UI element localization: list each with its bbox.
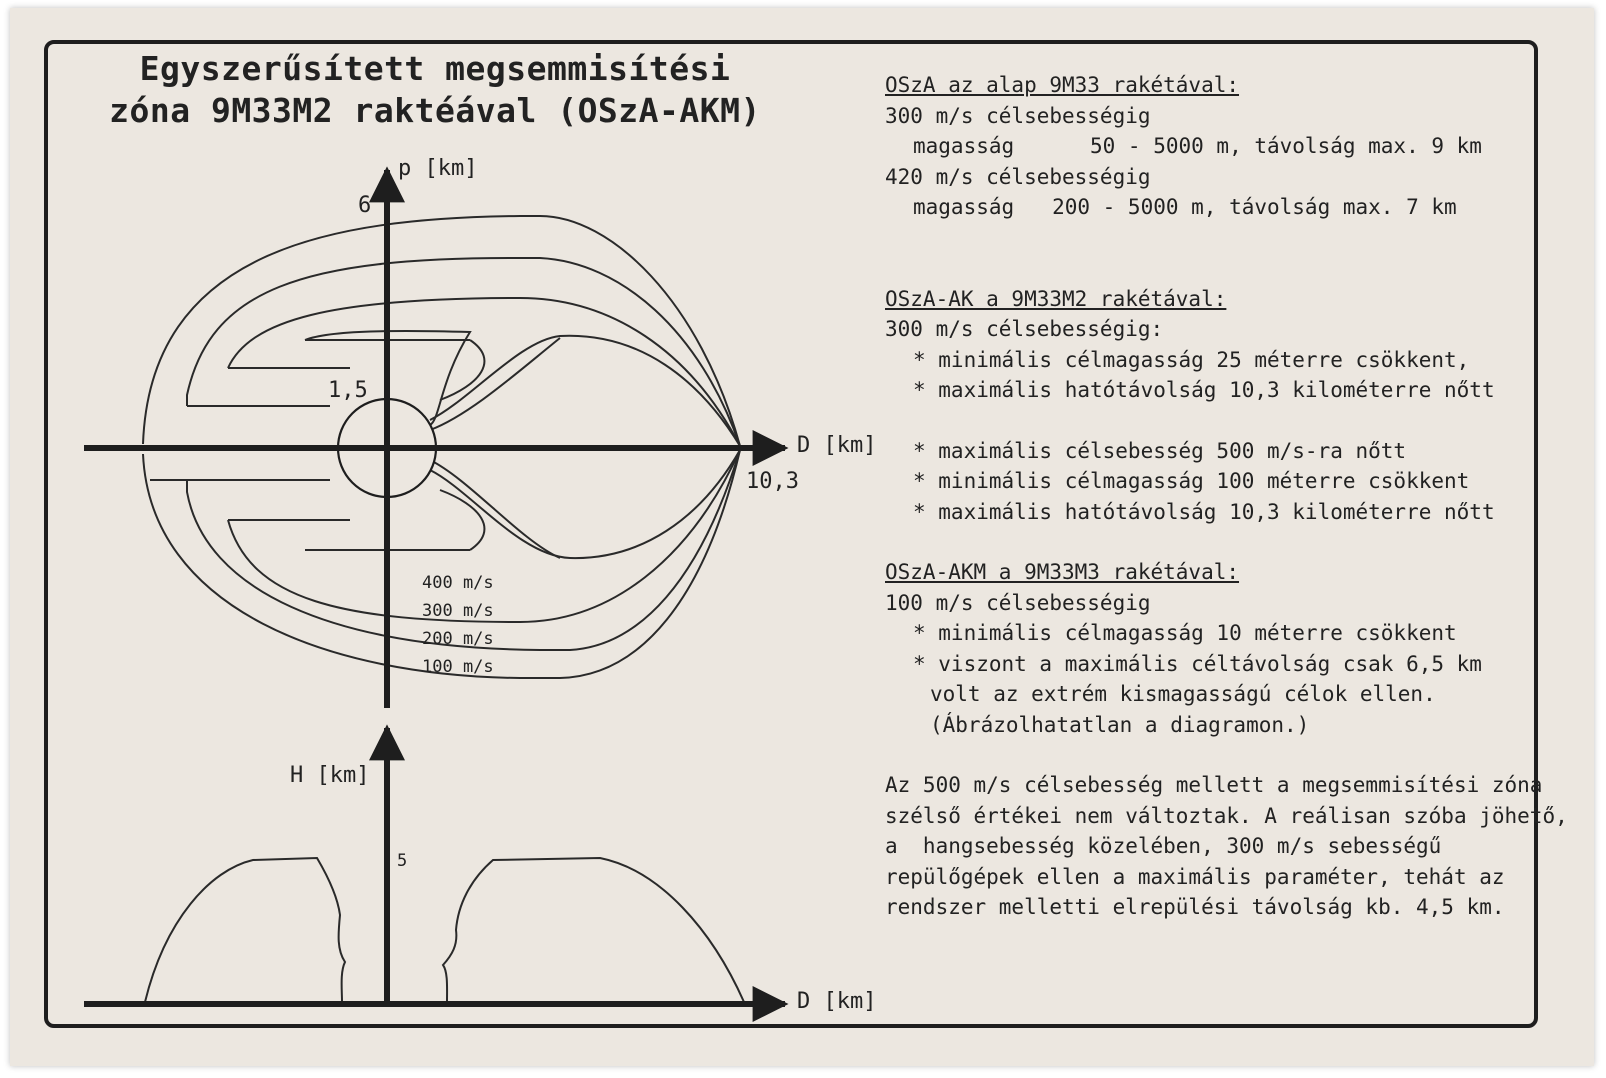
tick-y-6: 6 xyxy=(358,193,371,218)
paragraph-line: Az 500 m/s célsebesség mellett a megsemm… xyxy=(885,773,1543,797)
bullet-item: * minimális célmagasság 10 méterre csökk… xyxy=(913,621,1457,645)
bullet-item: * minimális célmagasság 100 méterre csök… xyxy=(913,469,1470,493)
diagram-title: Egyszerűsített megsemmisítési zóna 9M33M… xyxy=(60,48,810,132)
contour-200 xyxy=(227,296,741,447)
speed-label-300: 300 m/s xyxy=(422,601,494,621)
note-line: 100 m/s célsebességig xyxy=(885,590,1151,615)
paragraph-line: a hangsebesség közelében, 300 m/s sebess… xyxy=(885,834,1442,858)
profile-right xyxy=(441,856,745,1003)
bullet-continuation: (Ábrázolhatatlan a diagramon.) xyxy=(930,712,1310,737)
speed-label-400: 400 m/s xyxy=(422,573,494,593)
bullet-item: * viszont a maximális céltávolság csak 6… xyxy=(913,651,1482,676)
speed-label-200: 200 m/s xyxy=(422,629,494,649)
notes-panel: OSzA az alap 9M33 rakétával: 300 m/s cél… xyxy=(885,70,1568,923)
profile-left xyxy=(144,856,347,1003)
contour-100-right xyxy=(429,334,741,447)
tick-y-1-5: 1,5 xyxy=(328,378,368,403)
tick-h-5: 5 xyxy=(397,851,407,871)
paragraph-line: repülőgépek ellen a maximális paraméter,… xyxy=(885,864,1505,889)
contour-400-lower xyxy=(142,449,741,679)
bullet-item: * maximális célsebesség 500 m/s-ra nőtt xyxy=(913,438,1407,463)
height-profile xyxy=(144,856,745,1003)
bottom-x-axis-label: D [km] xyxy=(797,989,876,1014)
bullet-item: * maximális hatótávolság 10,3 kilométerr… xyxy=(913,499,1495,524)
top-x-axis-label: D [km] xyxy=(797,433,876,458)
top-y-axis-label: p [km] xyxy=(398,156,477,181)
section-heading-osza: OSzA az alap 9M33 rakétával: xyxy=(885,73,1240,97)
contour-300-lower xyxy=(150,449,741,651)
section-heading-osza-ak: OSzA-AK a 9M33M2 rakétával: xyxy=(885,286,1227,311)
speed-label-100: 100 m/s xyxy=(422,657,494,677)
paragraph-line: rendszer melletti elrepülési távolság kb… xyxy=(885,895,1505,919)
note-line: 300 m/s célsebességig: xyxy=(885,317,1164,341)
bullet-item: * minimális célmagasság 25 méterre csökk… xyxy=(913,347,1470,372)
bullet-item: * maximális hatótávolság 10,3 kilométerr… xyxy=(913,378,1495,402)
note-line: magasság 200 - 5000 m, távolság max. 7 k… xyxy=(913,195,1457,219)
bottom-y-axis-label: H [km] xyxy=(290,763,369,788)
title-line-2: zóna 9M33M2 raktéával (OSzA-AKM) xyxy=(109,91,761,130)
note-line: 300 m/s célsebességig xyxy=(885,103,1151,128)
contour-300 xyxy=(186,256,741,447)
paragraph-line: szélső értékei nem változtak. A reálisan… xyxy=(885,803,1568,828)
bullet-continuation: volt az extrém kismagasságú célok ellen. xyxy=(930,682,1436,706)
zone-contours xyxy=(142,215,741,679)
title-line-1: Egyszerűsített megsemmisítési xyxy=(139,49,731,88)
contour-200-lower xyxy=(227,449,741,624)
tick-x-10-3: 10,3 xyxy=(746,469,799,494)
contour-400 xyxy=(142,215,741,447)
frame-border xyxy=(44,40,1538,1028)
note-line: magasság 50 - 5000 m, távolság max. 9 km xyxy=(913,134,1482,158)
paper-card xyxy=(10,8,1594,1066)
section-heading-osza-akm: OSzA-AKM a 9M33M3 rakétával: xyxy=(885,560,1240,584)
note-line: 420 m/s célsebességig xyxy=(885,164,1151,189)
